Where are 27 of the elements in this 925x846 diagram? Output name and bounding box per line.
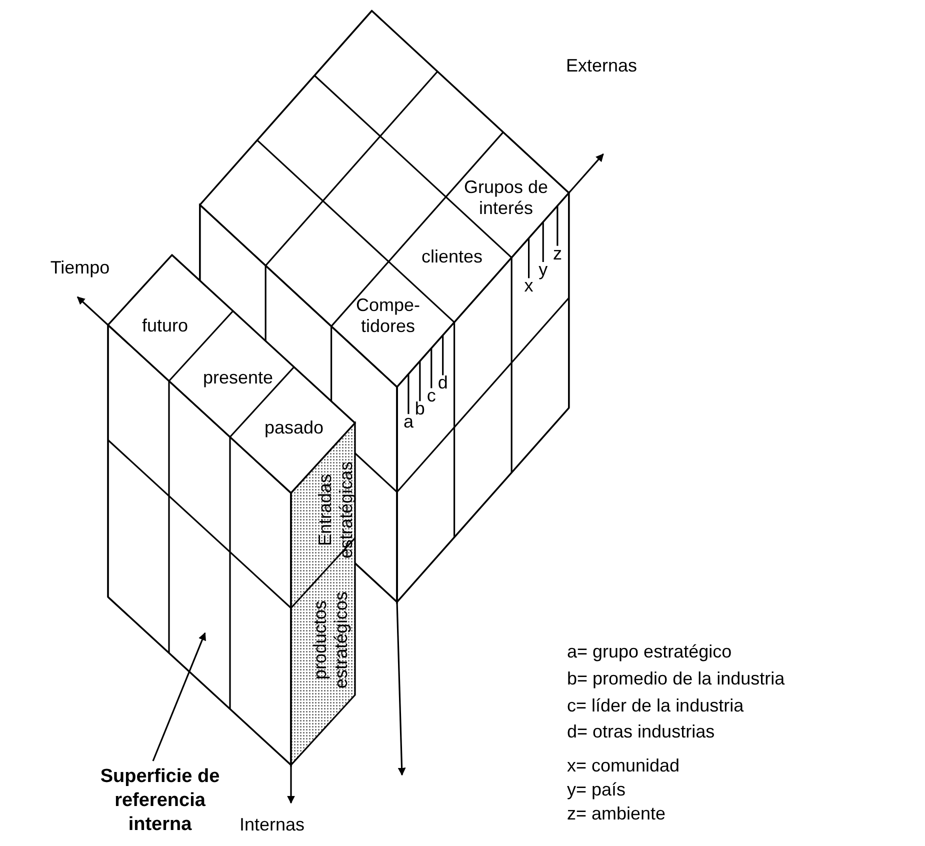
text-label: Grupos de interés: [462, 177, 550, 219]
text-label: x: [524, 276, 534, 297]
text-label: c= líder de la industria: [567, 696, 744, 716]
text-label: d: [438, 372, 448, 394]
text-label: pasado: [264, 418, 324, 438]
text-label: presente: [202, 368, 274, 388]
text-label: b= promedio de la industria: [567, 668, 785, 690]
text-label: productos estratégicos: [310, 590, 352, 691]
text-label: z= ambiente: [567, 804, 666, 824]
text-label: Entradas estratégicas: [315, 460, 357, 561]
text-label: y: [538, 260, 548, 280]
caption-text: Superficie de referencia interna: [85, 765, 235, 837]
text-label: c: [426, 386, 436, 407]
text-label: z: [552, 243, 562, 264]
text-label: Externas: [566, 56, 638, 76]
leader-arrow: [152, 632, 206, 762]
text-label: Tiempo: [50, 258, 110, 278]
text-label: Internas: [239, 814, 305, 836]
text-label: Compe- tidores: [354, 295, 422, 337]
text-label: futuro: [142, 316, 188, 336]
text-label: a= grupo estratégico: [567, 642, 732, 662]
text-label: clientes: [421, 246, 483, 268]
text-label: y= país: [567, 780, 626, 800]
text-label: b: [414, 398, 425, 420]
text-label: d= otras industrias: [567, 722, 715, 742]
text-label: x= comunidad: [567, 756, 680, 776]
text-label: a: [403, 412, 414, 433]
